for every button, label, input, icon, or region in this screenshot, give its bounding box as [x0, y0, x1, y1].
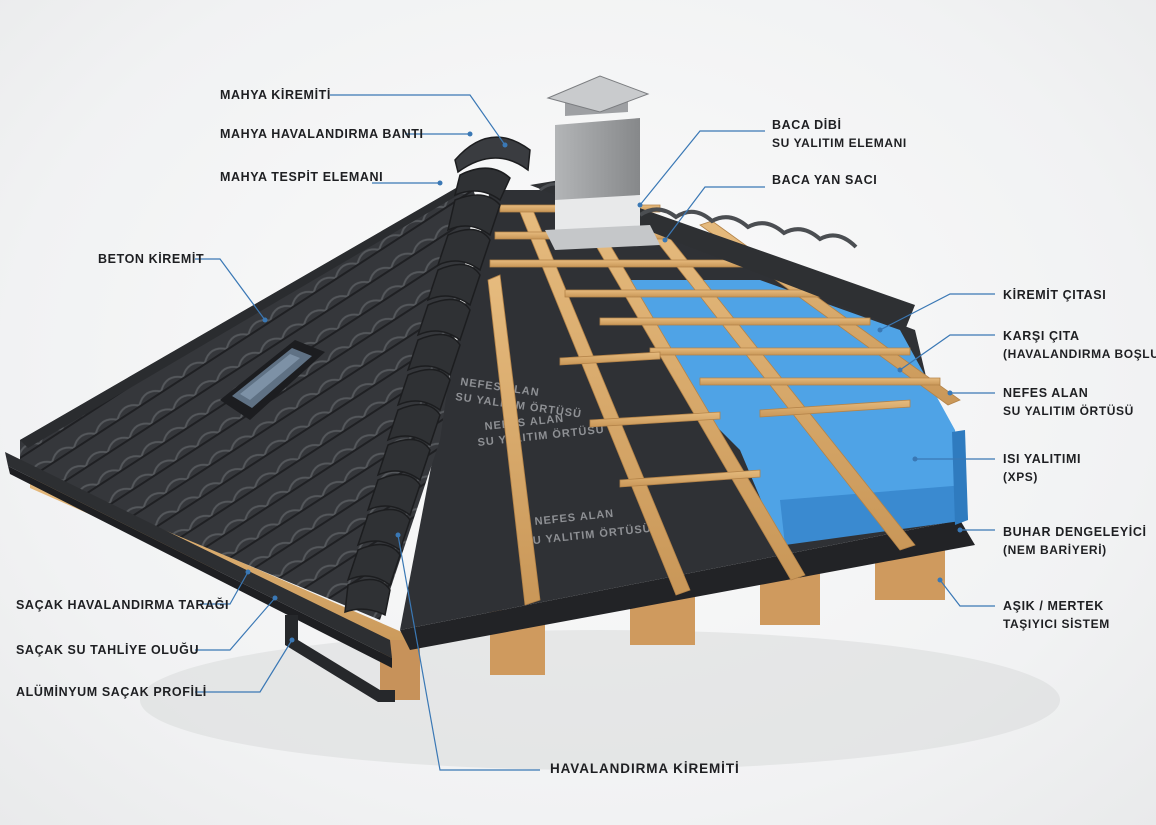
label-mahya-tespit-elemani: MAHYA TESPİT ELEMANI	[220, 170, 384, 184]
leader-sacak-olugu	[195, 597, 276, 651]
label-nefes-alan-line1: NEFES ALAN	[1003, 386, 1089, 400]
label-baca-dibi: BACA DİBİ SU YALITIM ELEMANI	[772, 116, 907, 152]
label-isi-yalitimi-line1: ISI YALITIMI	[1003, 452, 1082, 466]
label-kiremit-citasi: KİREMİT ÇITASI	[1003, 288, 1107, 302]
label-mahya-havalandirma-bant: MAHYA HAVALANDIRMA BANTI	[220, 127, 424, 141]
leader-dots	[245, 131, 963, 643]
label-karsi-cita-line2: (HAVALANDIRMA BOŞLUĞU)	[1003, 347, 1156, 361]
eaves-gutter	[5, 452, 395, 702]
label-mahya-kiremiti: MAHYA KİREMİTİ	[220, 88, 331, 102]
label-baca-dibi-line1: BACA DİBİ	[772, 118, 842, 132]
leader-lines	[195, 94, 995, 771]
label-buhar-line2: (NEM BARİYERİ)	[1003, 543, 1107, 557]
label-baca-yan-saci: BACA YAN SACI	[772, 173, 878, 187]
label-asik-line1: AŞIK / MERTEK	[1003, 599, 1104, 613]
ground-shadow	[140, 630, 1060, 770]
label-nefes-alan-line2: SU YALITIM ÖRTÜSÜ	[1003, 404, 1134, 418]
hip-ridge-tiles	[344, 167, 511, 617]
leader-kiremit-citasi	[879, 293, 995, 331]
label-sacak-su-tahliye-olugu: SAÇAK SU TAHLİYE OLUĞU	[16, 643, 200, 657]
label-asik-line2: TAŞIYICI SİSTEM	[1003, 617, 1110, 631]
label-havalandirma-kiremiti: HAVALANDIRMA KİREMİTİ	[550, 761, 740, 776]
label-karsi-cita-line1: KARŞI ÇITA	[1003, 329, 1080, 343]
leader-mahya-kiremiti	[330, 94, 506, 146]
chimney	[545, 75, 660, 250]
label-isi-yalitimi: ISI YALITIMI (XPS)	[1003, 450, 1081, 486]
ridge-cap	[454, 136, 531, 174]
leader-aluminyum	[195, 639, 293, 693]
roof-window	[220, 340, 325, 420]
leader-havalandirma	[397, 534, 540, 771]
label-sacak-havalandirma-taragi: SAÇAK HAVALANDIRMA TARAĞI	[16, 598, 230, 612]
label-karsi-cita: KARŞI ÇITA (HAVALANDIRMA BOŞLUĞU)	[1003, 327, 1156, 363]
label-beton-kiremit: BETON KİREMİT	[98, 252, 205, 266]
label-nefes-alan: NEFES ALAN SU YALITIM ÖRTÜSÜ	[1003, 384, 1134, 420]
label-buhar-line1: BUHAR DENGELEYİCİ	[1003, 525, 1147, 539]
leader-karsi-cita	[899, 334, 995, 371]
leader-beton-kiremit	[195, 258, 266, 321]
label-asik-mertek: AŞIK / MERTEK TAŞIYICI SİSTEM	[1003, 597, 1110, 633]
leader-baca-dibi	[639, 130, 765, 206]
label-buhar-dengeleyici: BUHAR DENGELEYİCİ (NEM BARİYERİ)	[1003, 523, 1147, 559]
label-baca-dibi-line2: SU YALITIM ELEMANI	[772, 136, 907, 150]
leader-baca-yan	[664, 186, 765, 241]
leader-sacak-taragi	[200, 571, 249, 605]
label-aluminyum-sacak-profili: ALÜMİNYUM SAÇAK PROFİLİ	[16, 685, 207, 699]
leader-asik	[939, 579, 995, 607]
label-isi-yalitimi-line2: (XPS)	[1003, 470, 1039, 484]
